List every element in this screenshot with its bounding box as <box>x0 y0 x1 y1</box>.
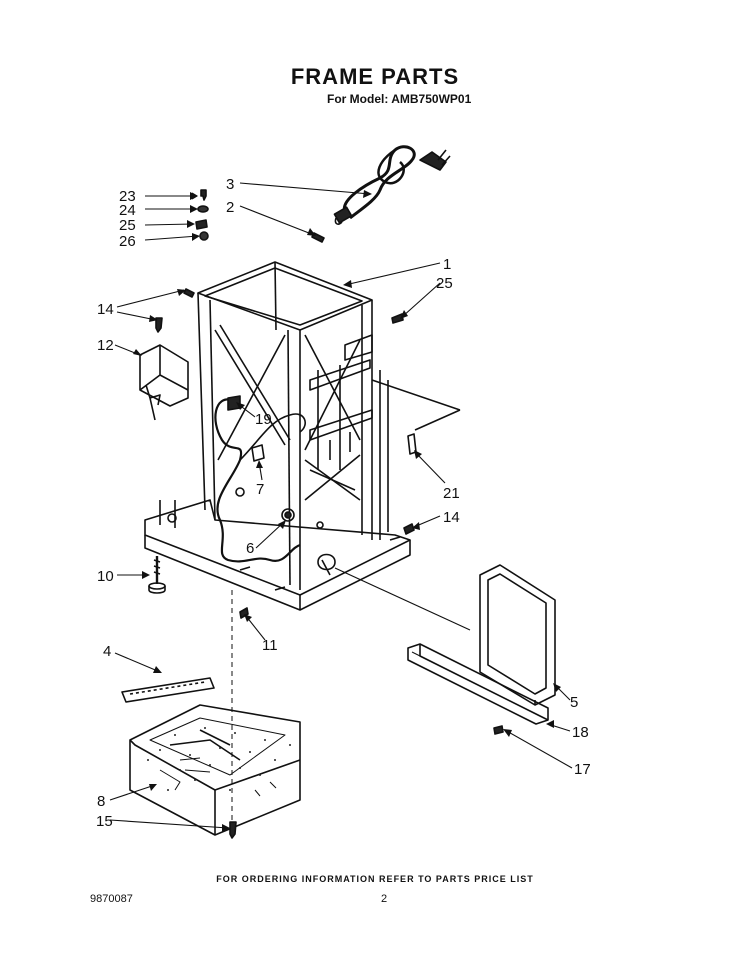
callout-25: 25 <box>119 217 136 234</box>
callout-15-bottom: 15 <box>96 813 113 830</box>
callout-7: 7 <box>256 481 264 498</box>
callout-labels: 23 24 25 26 3 2 1 25 14 12 19 7 21 14 6 … <box>96 176 591 830</box>
page-number: 2 <box>381 893 388 905</box>
model-subtitle: For Model: AMB750WP01 <box>327 92 472 106</box>
callout-10: 10 <box>97 568 114 585</box>
callout-3: 3 <box>226 176 234 193</box>
part-21-clip <box>371 379 461 455</box>
callout-22: 25 <box>436 275 453 292</box>
pan-texture <box>147 727 291 791</box>
rail-part <box>407 643 549 725</box>
callout-24: 24 <box>119 202 136 219</box>
callout-8: 8 <box>97 793 105 810</box>
bracket-part <box>139 344 189 421</box>
power-cord-part <box>333 145 451 225</box>
callout-23: 23 <box>119 188 136 205</box>
callout-14: 14 <box>443 509 460 526</box>
callout-26: 26 <box>119 233 136 250</box>
gasket-strip-part <box>121 677 215 703</box>
callout-1: 1 <box>443 256 451 273</box>
callout-15-top: 14 <box>97 301 114 318</box>
filter-panel-part <box>479 564 556 706</box>
ordering-note: FOR ORDERING INFORMATION REFER TO PARTS … <box>216 874 534 884</box>
callout-17: 17 <box>574 761 591 778</box>
callout-19: 19 <box>255 411 272 428</box>
callout-2: 2 <box>226 199 234 216</box>
leveling-leg-part <box>148 556 166 594</box>
callout-5: 5 <box>570 694 578 711</box>
base-pan-part <box>129 704 301 836</box>
callout-21: 21 <box>443 485 460 502</box>
leader-arrowheads <box>133 190 561 832</box>
callout-18: 18 <box>572 724 589 741</box>
main-frame-part <box>144 261 411 611</box>
document-number: 9870087 <box>90 893 133 905</box>
small-hardware-parts <box>155 189 404 333</box>
callout-12: 12 <box>97 337 114 354</box>
callout-4: 4 <box>103 643 111 660</box>
callout-6: 6 <box>246 540 254 557</box>
page-title: FRAME PARTS <box>290 64 460 89</box>
callout-11: 11 <box>262 637 278 654</box>
